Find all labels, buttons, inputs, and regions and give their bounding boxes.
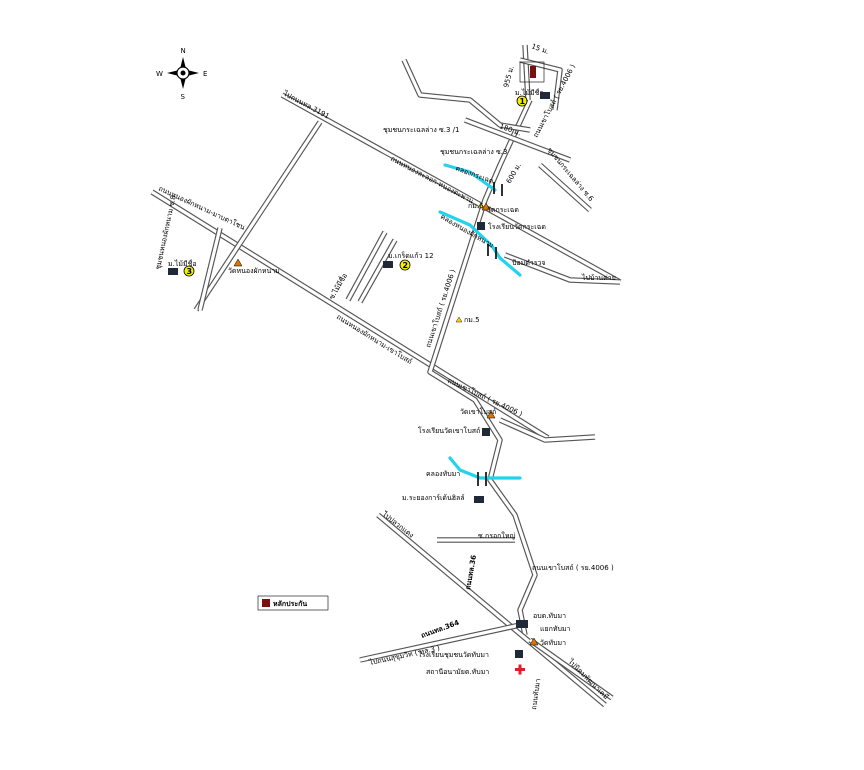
- project-1-name: ม.ไม้มีชื่อ: [515, 88, 544, 97]
- label-wat-nong-phak-nam: วัดหนองผักหนาม: [228, 267, 280, 275]
- label-wat-thap-ma: วัดทับมา: [540, 639, 566, 647]
- label-to-ban-khai: ไปบ้านค่าย: [581, 273, 616, 282]
- label-police-box: ป้อมตำรวจ: [512, 259, 546, 267]
- label-klong-thap-ma: คลองทับมา: [426, 470, 460, 478]
- project-2-number: 2: [403, 261, 409, 270]
- legend-label: หลักประกัน: [273, 600, 307, 608]
- project-2: ม.เกร็ดแก้ว 12 2: [383, 251, 434, 271]
- label-tambon-office: อบต.ทับมา: [533, 612, 566, 620]
- label-soi-krok-yai: ซ.กรอกใหญ่: [478, 531, 515, 540]
- temple-icon: [481, 202, 491, 211]
- bridges: [477, 182, 503, 486]
- house-icon: [474, 496, 484, 503]
- tambon-office-icon: [516, 620, 528, 628]
- project-1-number: 1: [520, 97, 526, 106]
- compass-s: S: [181, 93, 186, 101]
- project-1: ม.ไม้มีชื่อ 1: [515, 61, 550, 107]
- house-icon: [383, 261, 393, 268]
- canal-krachaeng: [443, 163, 497, 192]
- bridge-thap-ma: [477, 472, 487, 486]
- school-icon: [477, 222, 485, 230]
- km-marker-icon: [477, 202, 485, 209]
- compass-w: W: [156, 70, 163, 78]
- km-marker-icon: [455, 316, 463, 323]
- label-health-station: สถานีอนามัยต.ทับมา: [426, 668, 489, 676]
- label-krachaeng-soi-3-1: ชุมชนกระเฉลล่าง ซ.3 /1: [383, 126, 459, 134]
- project-3-number: 3: [187, 267, 193, 276]
- label-thap-ma-intersection: แยกทับมา: [540, 625, 571, 633]
- compass-e: E: [203, 70, 207, 78]
- collateral-plot-marker: [530, 66, 536, 78]
- canal-thap-ma: [448, 456, 522, 480]
- canal-nong-phak-nam: [438, 210, 522, 277]
- compass-rose: N S E W: [156, 47, 207, 101]
- landmark-icons: [233, 202, 539, 675]
- label-rayong-garden: ม.ระยองการ์เด้นฮิลล์: [402, 494, 465, 502]
- label-wat-krachaeng: วัดกระเฉด: [487, 206, 519, 214]
- school-icon: [515, 650, 523, 658]
- temple-icon: [486, 410, 496, 419]
- school-icon: [482, 428, 490, 436]
- house-icon: [540, 92, 550, 99]
- temple-icon: [233, 258, 243, 267]
- health-cross-icon: [515, 664, 525, 675]
- label-school-thap-ma: โรงเรียนชุมชนวัดทับมา: [418, 650, 489, 659]
- label-km6: กม.6: [468, 202, 484, 210]
- project-2-name: ม.เกร็ดแก้ว 12: [388, 251, 434, 260]
- project-3-name: ม.ไม้มีชื่อ: [168, 259, 197, 268]
- legend: หลักประกัน: [257, 595, 329, 611]
- project-3: ม.ไม้มีชื่อ 3: [168, 259, 197, 277]
- legend-swatch: [262, 599, 270, 607]
- label-krachaeng-soi-3: ชุมชนกระเฉลล่าง ซ.3: [440, 148, 507, 156]
- label-khao-bo-bottom: ถนนเขาโบสถ์ ( รย.4006 ): [532, 563, 614, 572]
- bridge-krachaeng: [493, 182, 503, 196]
- canals: [438, 163, 522, 480]
- compass-n: N: [181, 47, 186, 55]
- label-wat-khao-bo: วัดเขาโบสถ์: [460, 407, 496, 416]
- house-icon: [168, 268, 178, 275]
- label-school-khao-bo: โรงเรียนวัดเขาโบสถ์: [418, 426, 480, 435]
- label-km5: กม.5: [464, 316, 480, 324]
- temple-icon: [529, 637, 539, 646]
- bridge-nong-phak-nam: [487, 244, 497, 259]
- label-school-krachaeng: โรงเรียนวัดกระเฉด: [488, 222, 546, 231]
